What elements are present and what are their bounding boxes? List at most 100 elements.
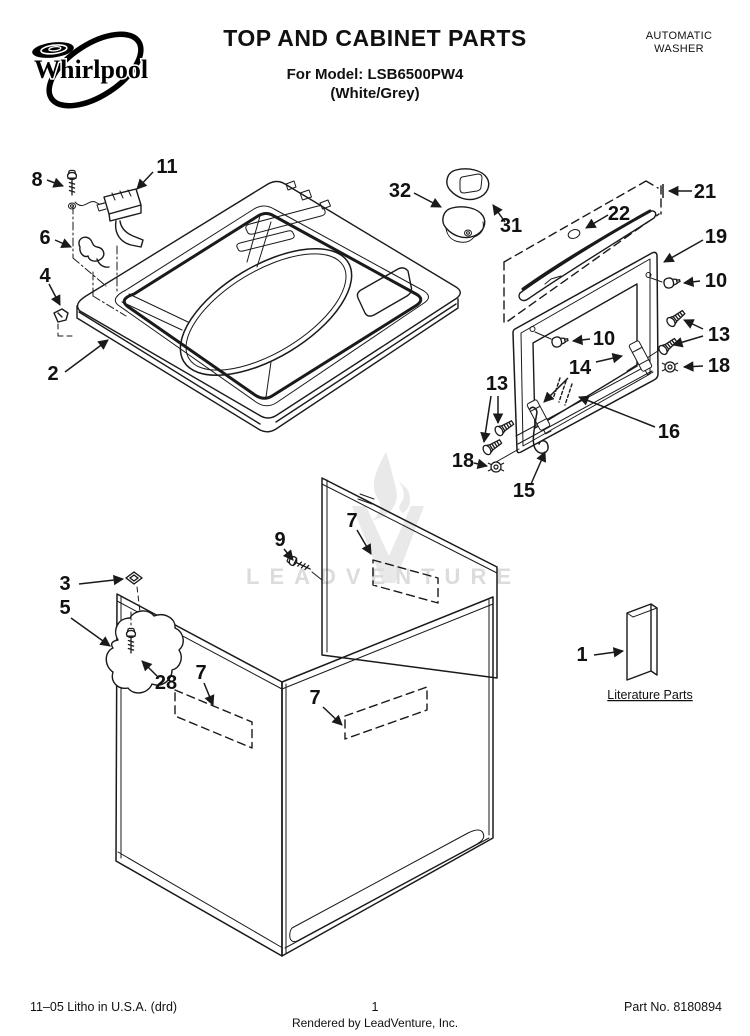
watermark-v-icon	[352, 506, 424, 583]
clip-4	[53, 308, 69, 323]
callout-7-left: 7	[195, 662, 206, 684]
tub-opening-outer	[179, 248, 353, 376]
callout-15: 15	[513, 480, 535, 502]
handle-pin-hole	[567, 229, 581, 239]
watermark: LEADVENTURE	[246, 452, 521, 589]
clip-3-dash	[136, 586, 141, 613]
callout-arrows	[46, 171, 704, 726]
arrow-1	[593, 647, 625, 658]
corner-gusset-lines	[121, 215, 272, 398]
arrow-3	[78, 574, 125, 586]
screw-10-right	[662, 275, 682, 290]
literature-parts-label: Literature Parts	[607, 688, 692, 702]
arrow-32	[413, 192, 442, 208]
callout-13-right: 13	[708, 324, 730, 346]
console-mount-slots	[236, 180, 331, 252]
bolt-13-right-lower	[656, 335, 680, 357]
arrow-8	[46, 177, 64, 188]
hinge-caps	[442, 168, 490, 243]
hinge-bracket-14-right	[628, 340, 654, 376]
arrow-9	[282, 548, 294, 561]
callout-18-left: 18	[452, 450, 474, 472]
top-panel-rim	[114, 205, 429, 407]
top-panel-surface	[76, 180, 461, 419]
arrow-19	[663, 239, 704, 263]
detergent-recess	[356, 267, 413, 317]
screw-18-right	[661, 361, 679, 373]
callout-10-left: 10	[593, 328, 615, 350]
callout-14: 14	[569, 357, 592, 379]
callout-numbers: 8 11 6 4 2 32 31 21 22 19 10 10 13 18 14…	[31, 156, 730, 709]
lid-handle-22-notch	[544, 275, 562, 285]
callout-1: 1	[576, 644, 587, 666]
screw-8	[66, 169, 78, 196]
tub-opening-inner	[185, 253, 347, 371]
screw-9-line	[311, 571, 323, 581]
callout-11: 11	[156, 156, 177, 178]
clip-4-dash	[57, 323, 75, 337]
whirlpool-logo: Whirlpool	[32, 31, 150, 109]
right-face-fill	[282, 597, 493, 956]
arrow-22	[585, 214, 609, 229]
callout-2: 2	[47, 363, 58, 385]
callout-28: 28	[155, 672, 177, 694]
arrow-10-right	[682, 276, 701, 288]
callout-3: 3	[59, 573, 70, 595]
inspection-blob-28	[105, 610, 184, 694]
appliance-type: AUTOMATIC WASHER	[624, 30, 734, 56]
callout-19: 19	[705, 226, 727, 248]
footer-litho-note: 11–05 Litho in U.S.A. (drd)	[30, 1000, 178, 1014]
callout-5: 5	[59, 597, 70, 619]
logo-ring	[46, 31, 144, 109]
label-area-7-rear	[372, 559, 439, 604]
callout-16: 16	[658, 421, 680, 443]
watermark-text: LEADVENTURE	[246, 564, 521, 589]
arrow-5	[70, 617, 111, 647]
bolt-13-right-upper	[664, 307, 688, 329]
grommet-8	[68, 202, 76, 210]
arrow-10-left	[571, 334, 591, 346]
arrow-14-left	[543, 377, 569, 403]
bolt-13-left-upper	[492, 417, 516, 438]
callout-13-left: 13	[486, 373, 508, 395]
hinge-cap-31-hole	[459, 173, 483, 194]
arrow-28	[141, 660, 158, 677]
appliance-line2: WASHER	[654, 43, 704, 55]
callout-31: 31	[500, 215, 522, 237]
rear-panel-inner-lines	[321, 479, 498, 653]
callout-18-right: 18	[708, 355, 730, 377]
logo-swirl-icon	[32, 42, 74, 58]
hinge-cap-32-thickness	[445, 221, 484, 243]
hinge-cap-31	[446, 168, 490, 201]
left-face-inner-lines	[116, 595, 283, 948]
construction-dash-dot-lines	[72, 205, 127, 317]
callout-32: 32	[389, 180, 411, 202]
callout-7-front: 7	[309, 687, 320, 709]
arrow-7-front	[322, 706, 343, 726]
kick-plate	[289, 829, 485, 943]
arrow-13-right-2	[671, 335, 704, 348]
top-panel-assembly	[76, 180, 461, 433]
callout-22: 22	[608, 203, 630, 225]
callout-6: 6	[39, 227, 50, 249]
arrow-7-rear	[356, 529, 372, 555]
screw-18-left	[487, 461, 505, 473]
callout-21: 21	[694, 181, 716, 203]
hinge-cap-32-pin	[464, 229, 472, 237]
footer-page-number: 1	[371, 1000, 379, 1014]
manual-book-top	[626, 607, 658, 618]
clip-6	[78, 236, 110, 268]
rear-panel-outline	[321, 477, 498, 679]
callout-4: 4	[39, 265, 51, 287]
right-face-inner-lines	[281, 599, 494, 954]
arrow-13-right-1	[683, 319, 704, 330]
arrow-6	[54, 238, 72, 249]
appliance-line1: AUTOMATIC	[645, 30, 713, 42]
arrow-2	[64, 339, 109, 373]
lid-switch-11-lever	[114, 220, 144, 248]
manual-book	[626, 603, 658, 681]
cabinet	[105, 477, 498, 957]
lid-screw-holes	[529, 272, 663, 340]
hinge-cap-32	[442, 206, 486, 239]
